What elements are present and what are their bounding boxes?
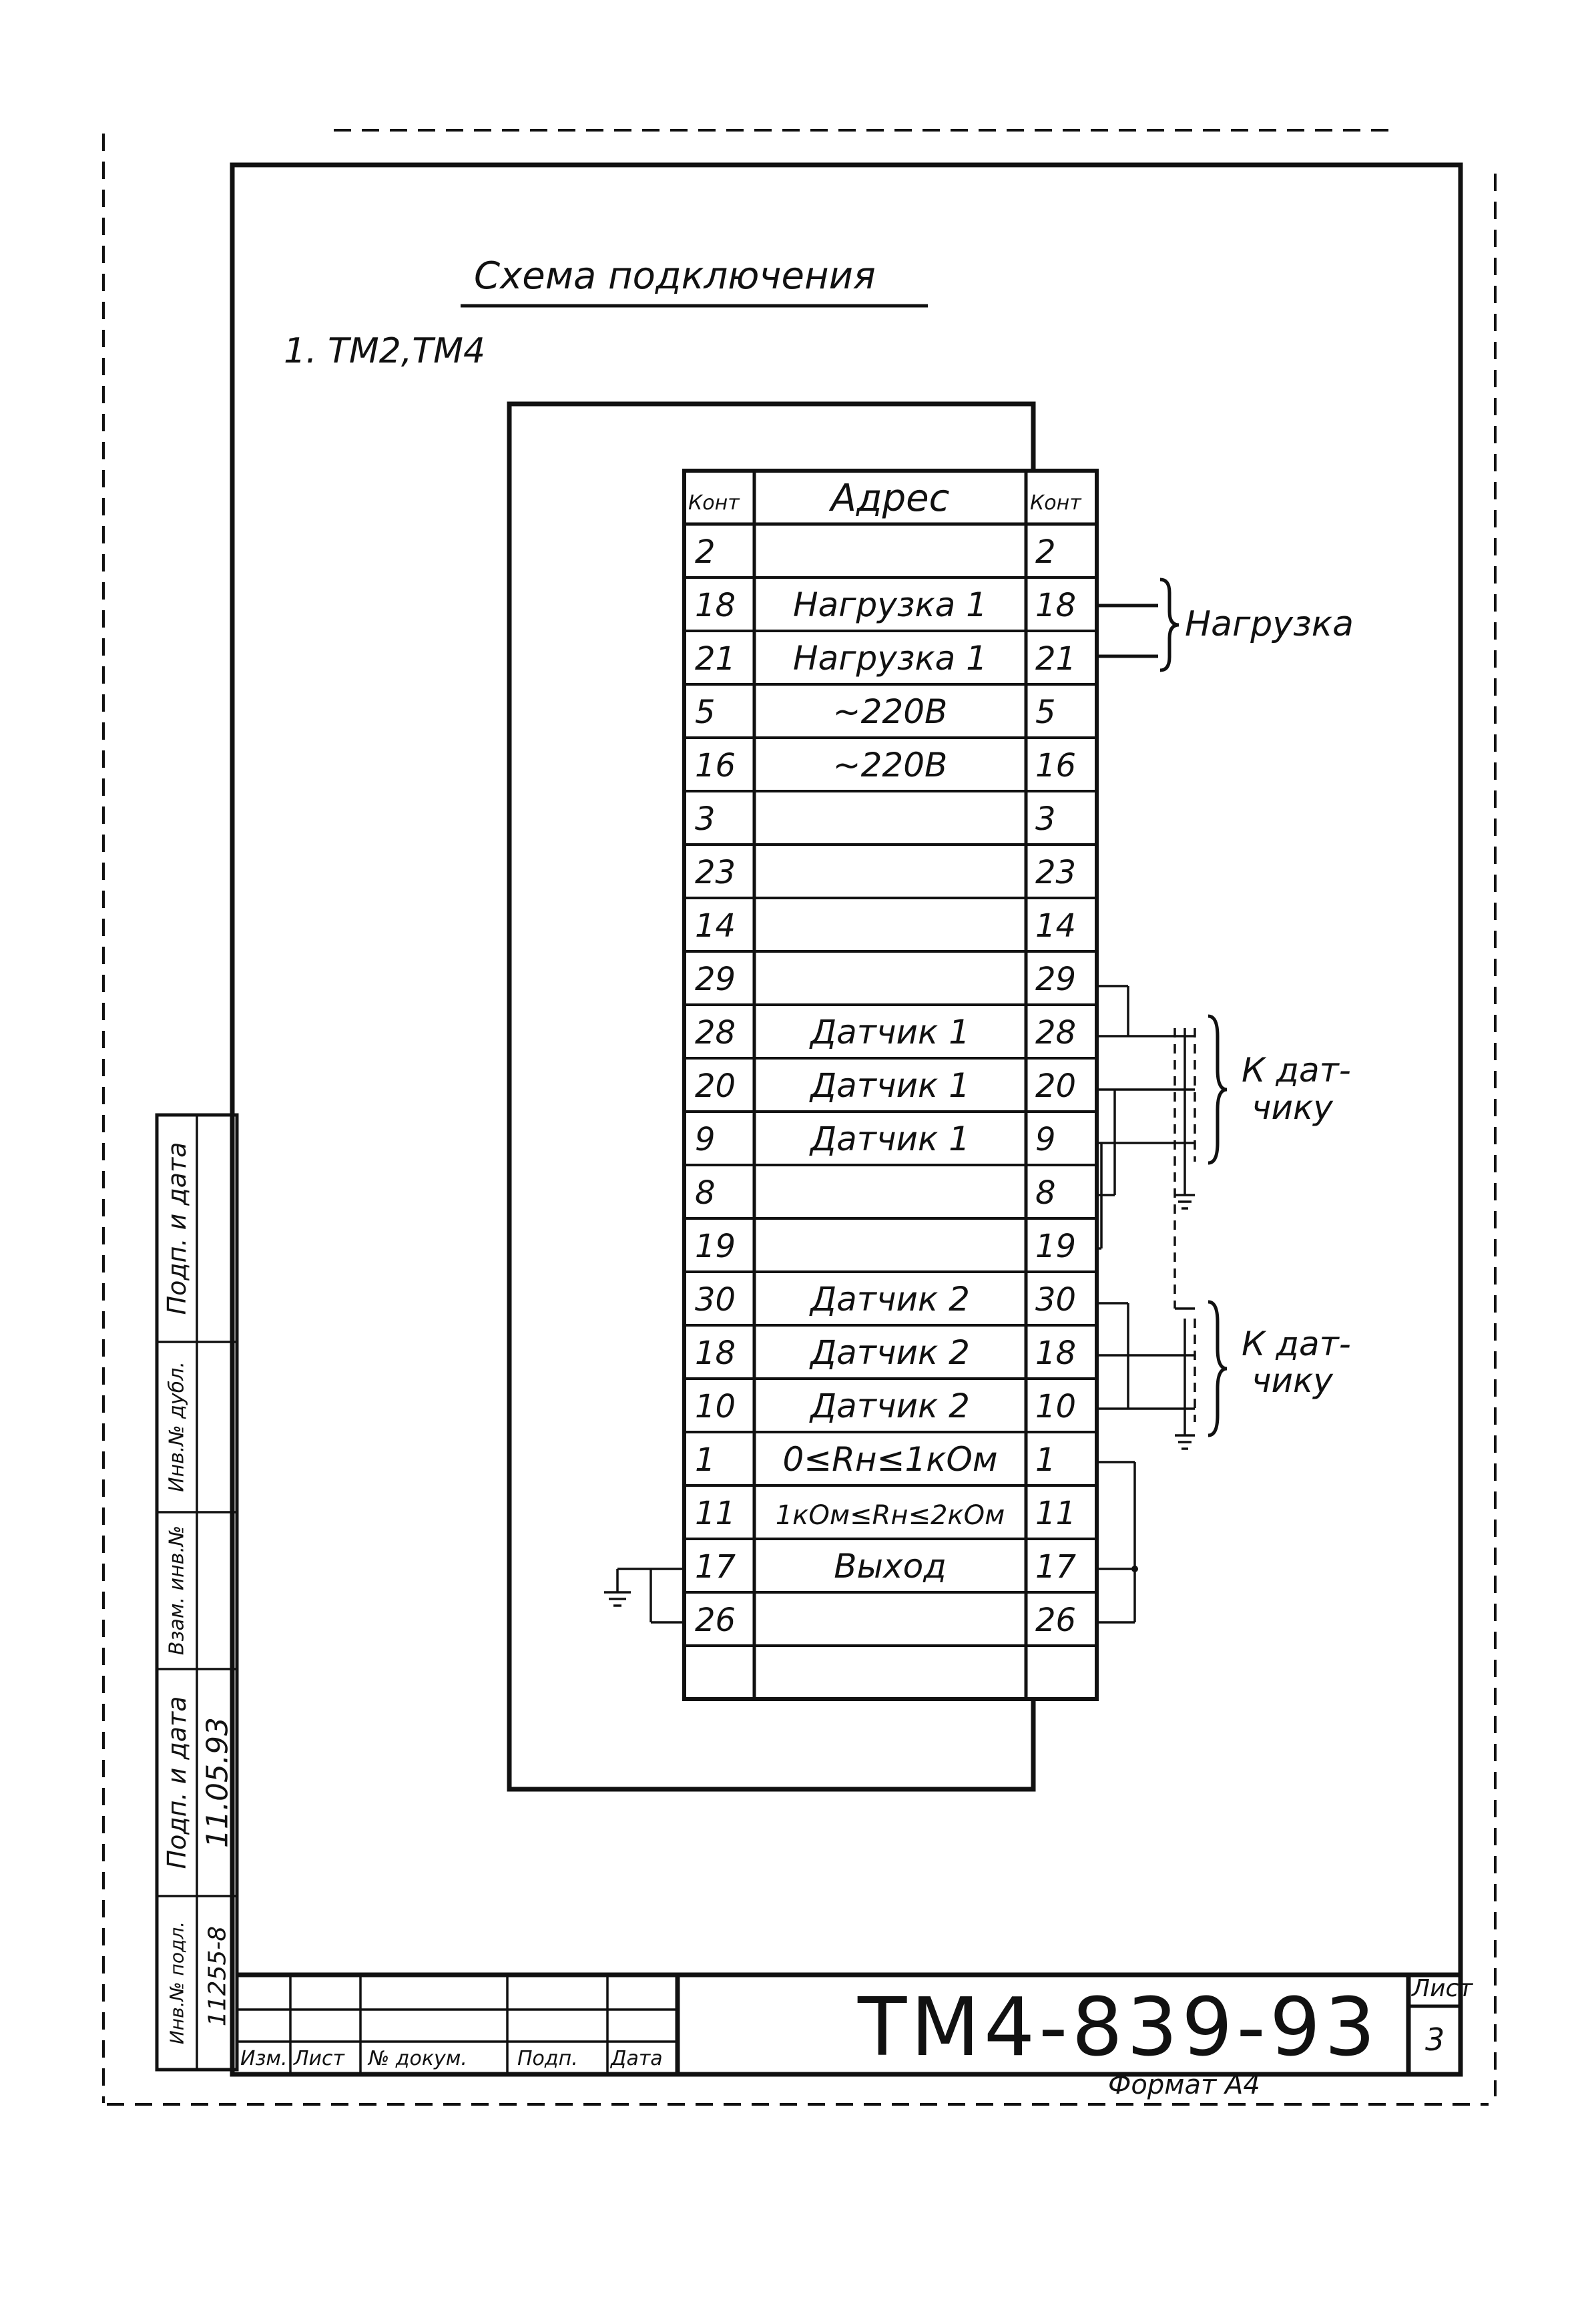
address-cell: Датчик 2	[809, 1333, 970, 1372]
load-label: Нагрузка	[1185, 604, 1354, 644]
contact-right: 17	[1035, 1548, 1077, 1586]
sensor1-label-line2: чику	[1252, 1088, 1334, 1127]
load-wiring	[1097, 577, 1179, 672]
address-cell: Нагрузка 1	[793, 586, 987, 624]
contact-left: 18	[695, 1335, 736, 1372]
sensor1-wiring	[1097, 985, 1228, 1310]
sensor2-label-line2: чику	[1252, 1361, 1334, 1400]
diagram-title: Схема подключения	[474, 254, 876, 298]
output-wiring	[1097, 1461, 1138, 1624]
contact-right: 1	[1035, 1441, 1056, 1479]
table-header-left: Конт	[688, 491, 740, 515]
contact-right: 23	[1035, 854, 1076, 891]
contact-right: 8	[1035, 1174, 1056, 1212]
contact-left: 17	[695, 1548, 736, 1586]
contact-right: 9	[1035, 1121, 1056, 1158]
address-cell: Датчик 1	[809, 1120, 970, 1158]
contact-left: 14	[695, 907, 736, 945]
address-cell: Выход	[834, 1547, 947, 1586]
contact-right: 21	[1035, 640, 1076, 678]
address-cell: 0≤Rн≤1кОм	[782, 1440, 997, 1479]
contact-right: 5	[1035, 694, 1056, 731]
contact-left: 30	[695, 1281, 736, 1319]
contact-left: 9	[695, 1121, 716, 1158]
contact-right: 20	[1035, 1068, 1076, 1105]
contact-left: 26	[695, 1602, 736, 1639]
contact-left: 16	[695, 747, 736, 784]
address-cell: Датчик 1	[809, 1066, 970, 1105]
sensor2-wiring	[1097, 1300, 1228, 1450]
address-cell: Датчик 2	[809, 1280, 970, 1319]
drawing-frame	[230, 162, 1463, 2077]
contact-right: 2	[1035, 533, 1056, 571]
address-cell: ~220В	[833, 746, 948, 784]
ground-wiring	[604, 1568, 684, 1624]
address-cell: Нагрузка 1	[793, 639, 987, 678]
contact-left: 20	[695, 1068, 736, 1105]
sensor2-brace	[1208, 1300, 1228, 1437]
table-header-right: Конт	[1030, 491, 1082, 515]
table-header-address: Адрес	[829, 477, 950, 520]
contact-right: 3	[1035, 800, 1056, 838]
address-cell: ~220В	[833, 692, 948, 731]
title-block	[237, 1972, 1461, 2074]
contact-left: 21	[695, 640, 736, 678]
contact-right: 18	[1035, 587, 1076, 624]
side-stamp	[155, 1113, 239, 2072]
contact-left: 18	[695, 587, 736, 624]
contact-left: 10	[695, 1388, 736, 1425]
sensor2-label-line1: К дат-	[1242, 1325, 1351, 1363]
contact-right: 30	[1035, 1281, 1076, 1319]
contact-right: 11	[1035, 1495, 1076, 1532]
address-cell: Датчик 1	[809, 1013, 970, 1052]
contact-right: 18	[1035, 1335, 1076, 1372]
contact-right: 19	[1035, 1228, 1076, 1265]
contact-left: 8	[695, 1174, 716, 1212]
address-cell: 1кОм≤Rн≤2кОм	[776, 1500, 1005, 1531]
contact-left: 11	[695, 1495, 736, 1532]
sensor1-label-line1: К дат-	[1242, 1051, 1351, 1090]
contact-left: 28	[695, 1014, 736, 1052]
contact-right: 10	[1035, 1388, 1076, 1425]
contact-left: 1	[695, 1441, 716, 1479]
contact-left: 3	[695, 800, 716, 838]
load-brace	[1159, 577, 1179, 672]
contact-right: 29	[1035, 961, 1076, 998]
contact-right: 16	[1035, 747, 1076, 784]
contact-left: 5	[695, 694, 716, 731]
diagram-subtitle: 1. ТМ2,ТМ4	[284, 331, 485, 371]
contact-right: 26	[1035, 1602, 1076, 1639]
contact-right: 28	[1035, 1014, 1076, 1052]
contact-right: 14	[1035, 907, 1076, 945]
contact-left: 29	[695, 961, 736, 998]
sensor1-brace	[1208, 1014, 1228, 1165]
contact-left: 2	[695, 533, 716, 571]
contact-left: 19	[695, 1228, 736, 1265]
address-cell: Датчик 2	[809, 1387, 970, 1425]
contact-left: 23	[695, 854, 736, 891]
